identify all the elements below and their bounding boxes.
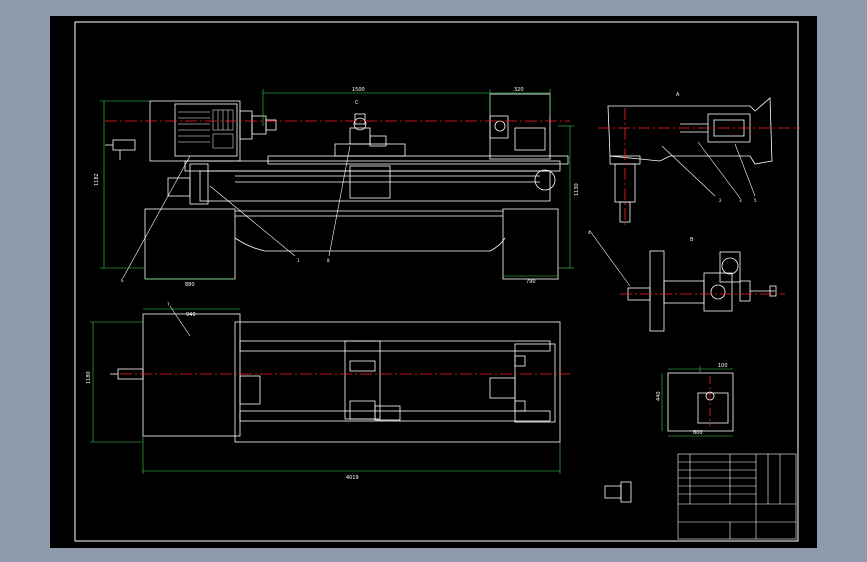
lathe-plan-view	[110, 313, 561, 443]
cad-viewport[interactable]: 1500 320 1182 880 790 1130 940 4019 1180…	[50, 16, 817, 548]
tailstock	[489, 93, 551, 160]
leader-lines	[122, 141, 756, 337]
title-block	[677, 453, 797, 540]
small-part-detail	[604, 481, 632, 503]
dimension-text: 1500 320 1182 880 790 1130 940 4019 1180…	[86, 87, 757, 481]
dim-base-left: 880	[185, 282, 195, 288]
dim-plan-left: 1180	[86, 371, 92, 384]
dim-right-height: 1130	[574, 183, 580, 196]
lathe-front-view	[144, 93, 569, 280]
dim-top-length: 1500	[352, 87, 365, 93]
handwheel-fixture	[105, 139, 136, 160]
dim-section-b-bottom: 600	[693, 430, 703, 436]
view-label-c: C	[355, 100, 359, 106]
dim-height-left: 1182	[94, 173, 100, 186]
callout-5: 5	[754, 198, 757, 203]
callout-3: 3	[739, 198, 742, 203]
detail-view-c	[607, 97, 773, 223]
left-leg	[144, 208, 236, 280]
right-leg	[502, 208, 559, 280]
callout-4: 4	[588, 230, 591, 235]
view-label-b: B	[690, 237, 694, 243]
callout-1: 1	[297, 258, 300, 263]
section-view-b	[627, 250, 777, 332]
dim-top-right: 320	[514, 87, 524, 93]
dim-section-b-side: 440	[656, 391, 662, 401]
callout-7: 7	[167, 302, 170, 307]
dim-plan-top: 940	[186, 312, 196, 318]
dim-section-b-top: 100	[718, 363, 728, 369]
engineering-drawing: 1500 320 1182 880 790 1130 940 4019 1180…	[74, 21, 800, 542]
section-view-small	[667, 372, 734, 432]
callout-2: 2	[719, 198, 722, 203]
callout-6: 6	[121, 278, 124, 283]
dim-base-right: 790	[526, 279, 536, 285]
dim-plan-bottom: 4019	[346, 475, 359, 481]
dimension-lines	[90, 89, 733, 474]
view-label-a: A	[676, 92, 680, 98]
center-lines	[105, 108, 800, 426]
sheet-border	[74, 21, 799, 542]
callout-8: 8	[327, 258, 330, 263]
control-panel	[174, 103, 238, 157]
